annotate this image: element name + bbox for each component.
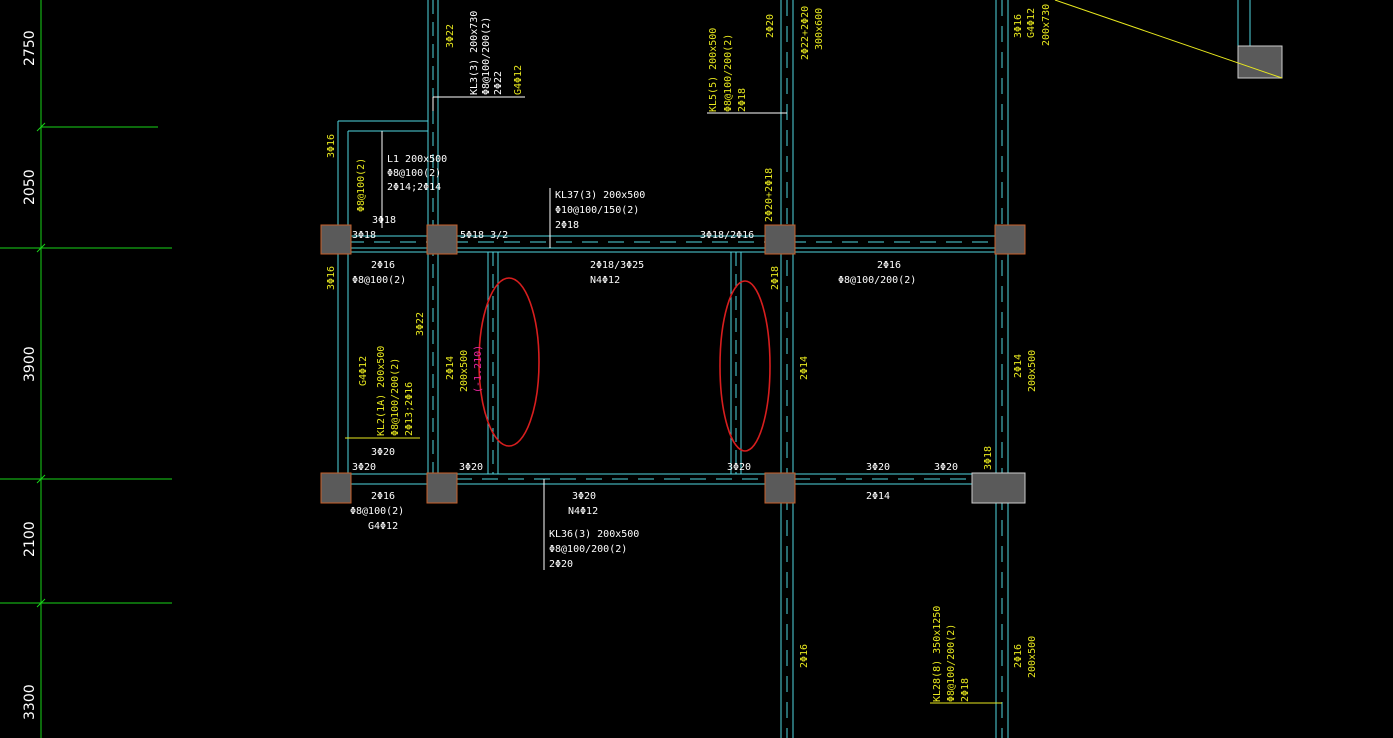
column: [994, 224, 1026, 255]
columns: [320, 45, 1283, 504]
beam-annotation: G4Φ12: [513, 65, 524, 95]
beam-annotation: 2Φ14: [866, 491, 890, 502]
beam-annotation: 2Φ16: [1013, 644, 1024, 668]
dimension-label: 3900: [22, 346, 38, 382]
beam-annotation: 2Φ20: [549, 559, 573, 570]
beam-annotation: 2Φ13;2Φ16: [404, 382, 415, 436]
beam-annotation: KL2(1A) 200x500: [376, 346, 387, 436]
beam-annotation: 3Φ18: [352, 230, 376, 241]
beam-annotation: N4Φ12: [590, 275, 620, 286]
beam-annotation: 2Φ14;2Φ14: [387, 182, 441, 193]
beam-annotation: Φ8@100(2): [352, 275, 406, 286]
dimension-labels: 2750 2050 3900 2100 3300: [22, 30, 38, 720]
beam-annotation: KL37(3) 200x500: [555, 190, 645, 201]
beam-annotation: KL36(3) 200x500: [549, 529, 639, 540]
highlight-ellipse: [478, 277, 540, 447]
beam-annotation: 2Φ20: [765, 14, 776, 38]
beam-annotation: 3Φ18: [372, 215, 396, 226]
beam-annotation: 2Φ16: [371, 260, 395, 271]
beam-annotation: Φ8@100(2): [350, 506, 404, 517]
beam-annotation: Φ8@100(2): [387, 168, 441, 179]
beam-annotation: 2Φ22: [493, 71, 504, 95]
beam-annotation: 3Φ22: [445, 24, 456, 48]
beam-annotation: 3Φ22: [415, 312, 426, 336]
beam-annotation: G4Φ12: [1026, 8, 1037, 38]
beam-annotation: 2Φ14: [799, 356, 810, 380]
column: [764, 224, 796, 255]
beam-annotation: Φ8@100/200(2): [549, 544, 627, 555]
beam-annotation: KL3(3) 200x730: [469, 11, 480, 95]
beam-annotation: KL5(5) 200x500: [708, 28, 719, 112]
dimension-label: 3300: [22, 684, 38, 720]
beam-annotation: 200x500: [1027, 350, 1038, 392]
beam-annotation: 3Φ18: [983, 446, 994, 470]
beam-annotation: 3Φ20: [459, 462, 483, 473]
beam-annotation: (-1.210): [473, 345, 484, 393]
column: [320, 472, 352, 504]
beam-annotation: 2Φ16: [371, 491, 395, 502]
beam-annotation: 3Φ16: [326, 134, 337, 158]
beam-annotation: Φ8@100/200(2): [838, 275, 916, 286]
beam-annotation: N4Φ12: [568, 506, 598, 517]
beam-annotation: 2Φ18: [737, 88, 748, 112]
beam-annotation: 300x600: [814, 8, 825, 50]
beam-annotation: Φ8@100/200(2): [481, 17, 492, 95]
beam-annotation: Φ8@100/200(2): [723, 34, 734, 112]
beam-annotation: 2Φ18: [770, 266, 781, 290]
beam-annotation: L1 200x500: [387, 154, 447, 165]
highlight-ellipse: [719, 280, 771, 452]
beam-annotation: G4Φ12: [358, 356, 369, 386]
beam-annotation: 3Φ16: [1013, 14, 1024, 38]
beam-annotation: 200x500: [459, 350, 470, 392]
leader-line: [1054, 0, 1283, 79]
beam-annotation: 3Φ16: [326, 266, 337, 290]
beam-annotation: 3Φ20: [371, 447, 395, 458]
beam-annotation: 2Φ18: [960, 678, 971, 702]
dimension-label: 2100: [22, 521, 38, 557]
beam-annotation: 2Φ14: [1013, 354, 1024, 378]
beam-annotation: 3Φ20: [934, 462, 958, 473]
dimension-strip: [0, 0, 172, 738]
beam-annotation: 2Φ20+2Φ18: [764, 168, 775, 222]
beam-annotation: 2Φ22+2Φ20: [800, 6, 811, 60]
beam-annotation: 3Φ20: [866, 462, 890, 473]
beam-annotation: 2Φ16: [799, 644, 810, 668]
dimension-label: 2050: [22, 169, 38, 205]
beam-annotation: 3Φ20: [572, 491, 596, 502]
beam-annotation: 5Φ18 3/2: [460, 230, 508, 241]
column: [1237, 45, 1283, 79]
beam-annotation: 2Φ18: [555, 220, 579, 231]
beam-lines: [337, 0, 1251, 738]
leader-lines: [345, 96, 1002, 704]
beam-annotation: Φ8@100/200(2): [946, 624, 957, 702]
beam-annotation: Φ10@100/150(2): [555, 205, 639, 216]
beam-annotation: Φ8@100/200(2): [390, 358, 401, 436]
column: [971, 472, 1026, 504]
beam-annotation: G4Φ12: [368, 521, 398, 532]
beam-annotation: 2Φ18/3Φ25: [590, 260, 644, 271]
column: [426, 224, 458, 255]
column: [764, 472, 796, 504]
beam-annotation: 2Φ14: [445, 356, 456, 380]
beam-annotation: 3Φ20: [727, 462, 751, 473]
dimension-label: 2750: [22, 30, 38, 66]
beam-annotation: 2Φ16: [877, 260, 901, 271]
beam-annotation: Φ8@100(2): [356, 158, 367, 212]
beam-annotation: 200x730: [1041, 4, 1052, 46]
column: [320, 224, 352, 255]
column: [426, 472, 458, 504]
beam-annotation: 3Φ20: [352, 462, 376, 473]
beam-annotation: 200x500: [1027, 636, 1038, 678]
beam-annotation: 3Φ18/2Φ16: [700, 230, 754, 241]
beam-annotation: KL28(8) 350x1250: [932, 606, 943, 702]
